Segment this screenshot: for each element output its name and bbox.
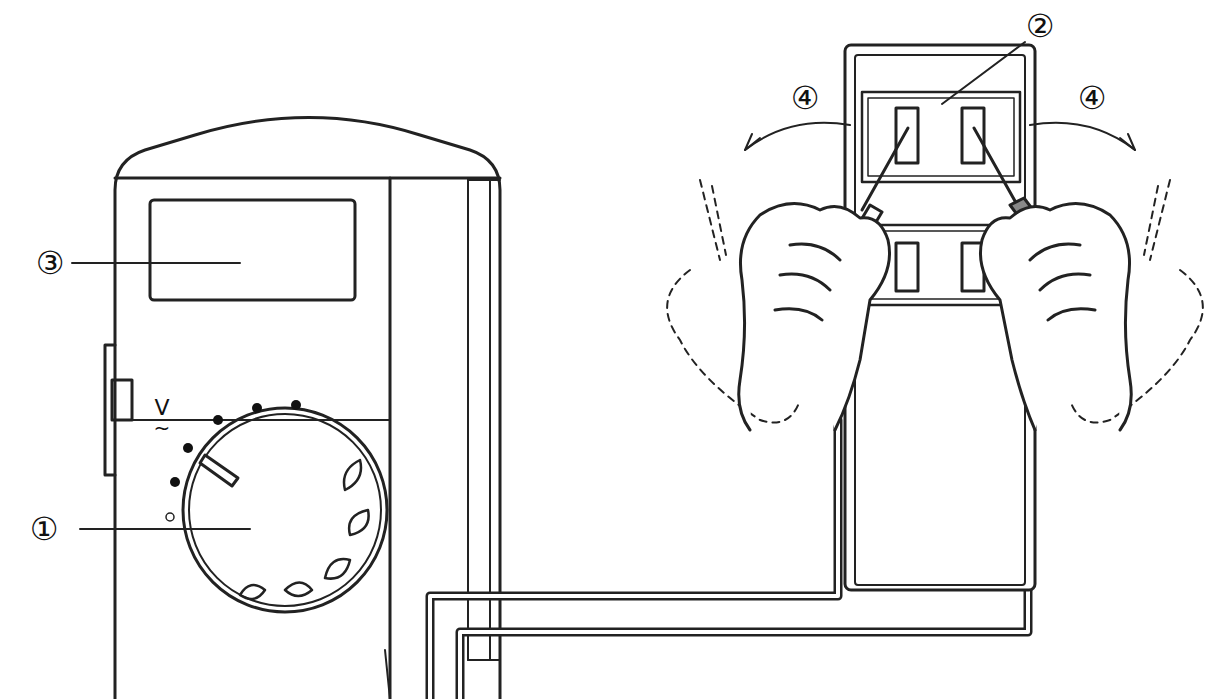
- side-strip: [389, 178, 392, 699]
- hands: [739, 204, 1132, 430]
- side-button: [112, 380, 132, 420]
- dial-pointer: [200, 455, 238, 486]
- housing-seam: [115, 177, 500, 180]
- range-dots: [170, 400, 301, 487]
- callout-number: ①: [30, 513, 59, 545]
- range-symbol: ~: [154, 418, 171, 438]
- side-groove: [467, 178, 469, 660]
- callout-number: ④: [1078, 82, 1107, 114]
- display: [150, 200, 355, 300]
- side-groove: [489, 178, 491, 660]
- dial-grips: [240, 460, 369, 599]
- off-mark: [166, 513, 174, 521]
- range-dial: [183, 408, 387, 612]
- motion-arrows: [745, 123, 1135, 150]
- meter-housing: [115, 118, 500, 699]
- range-symbol: V: [154, 397, 169, 419]
- side-groove: [468, 180, 500, 660]
- callout-number: ②: [1026, 10, 1055, 42]
- lead-exit: [385, 650, 390, 699]
- callout-number: ③: [36, 247, 65, 279]
- range-dial-rim: [189, 414, 381, 606]
- callout-number: ④: [791, 82, 820, 114]
- leader-lines: [72, 42, 1025, 529]
